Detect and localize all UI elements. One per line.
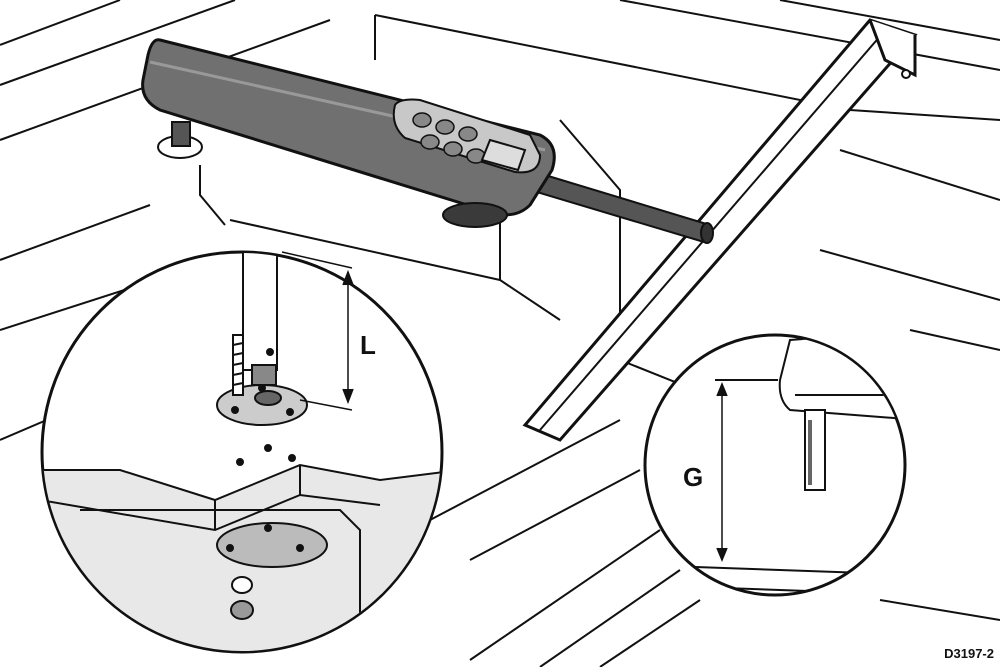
keypad-panel — [392, 98, 542, 174]
callout-leader — [199, 165, 226, 226]
dimension-g-label: G — [683, 462, 704, 492]
keypad-button-icon — [412, 112, 432, 128]
autopilot-unit — [141, 38, 556, 228]
dimension-l-label: L — [360, 330, 376, 360]
tiller-arm — [522, 18, 918, 442]
drawing-code-label: D3197-2 — [944, 646, 994, 661]
detail-circle-tiller-gap — [643, 333, 907, 597]
keypad-button-icon — [443, 141, 463, 157]
dimension-l-arrow — [281, 251, 354, 411]
keypad-button-icon — [458, 126, 478, 142]
lcd-display — [480, 138, 527, 172]
mounting-pin-small — [157, 121, 203, 159]
push-rod — [528, 170, 714, 244]
detail-circle-mounting-pin — [40, 250, 444, 654]
keypad-button-icon — [435, 119, 455, 135]
keypad-button-icon — [420, 134, 440, 150]
